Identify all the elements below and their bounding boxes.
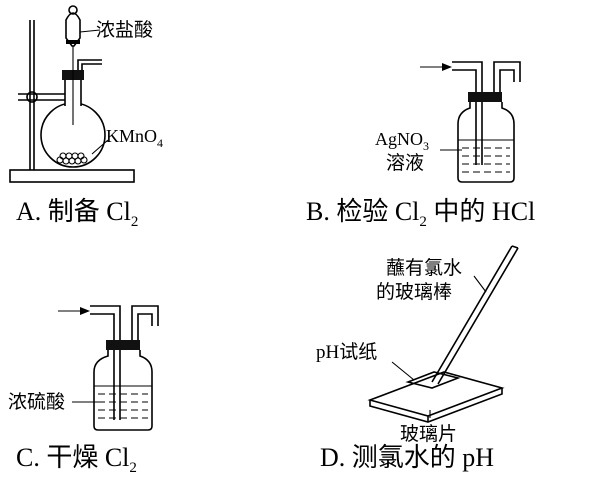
glass-plate bbox=[367, 371, 505, 417]
option-c-label: C. 干燥 Cl2 bbox=[16, 443, 137, 476]
ph-paper-label: pH试纸 bbox=[316, 341, 377, 363]
delivery-tube bbox=[77, 59, 102, 70]
ph-paper bbox=[405, 371, 461, 389]
stand-base bbox=[9, 169, 135, 183]
glass-rod bbox=[431, 245, 513, 383]
reagent-label-hcl: 浓盐酸 bbox=[96, 19, 153, 41]
panel-c-apparatus bbox=[58, 305, 159, 431]
option-a-label: A. 制备 Cl2 bbox=[16, 197, 138, 230]
glass-plate-label: 玻璃片 bbox=[400, 423, 457, 445]
reagent-label-agno3: AgNO3 bbox=[375, 129, 429, 153]
outlet-tube bbox=[493, 61, 521, 96]
reagent-label-solution: 溶液 bbox=[386, 152, 424, 174]
inlet-tube bbox=[90, 305, 121, 420]
option-d-label: D. 测氯水的 pH bbox=[320, 443, 494, 472]
outlet-tube bbox=[131, 305, 159, 342]
bottle-stopper bbox=[106, 340, 140, 350]
bottle-stopper bbox=[468, 92, 502, 102]
reagent-label-sulfuric-acid: 浓硫酸 bbox=[8, 391, 65, 413]
option-b-label: B. 检验 Cl2 中的 HCl bbox=[306, 197, 535, 230]
rod-label-line2: 的玻璃棒 bbox=[376, 281, 452, 303]
panel-a-apparatus bbox=[9, 5, 135, 183]
leader-line bbox=[473, 275, 487, 293]
funnel-stopcock bbox=[66, 40, 80, 44]
kmno4-granules bbox=[56, 152, 88, 165]
panel-b-apparatus bbox=[420, 61, 521, 183]
leader-line bbox=[391, 361, 415, 381]
clamp-knob bbox=[26, 91, 38, 103]
wash-bottle bbox=[93, 350, 153, 431]
reagent-label-kmno4: KMnO4 bbox=[106, 126, 163, 150]
panel-d-apparatus bbox=[367, 245, 519, 423]
rod-label-line1: 蘸有氯水 bbox=[386, 257, 462, 279]
inlet-tube bbox=[452, 61, 483, 165]
leader-line bbox=[91, 139, 109, 155]
leader-line bbox=[79, 29, 101, 33]
wash-bottle bbox=[457, 102, 515, 183]
